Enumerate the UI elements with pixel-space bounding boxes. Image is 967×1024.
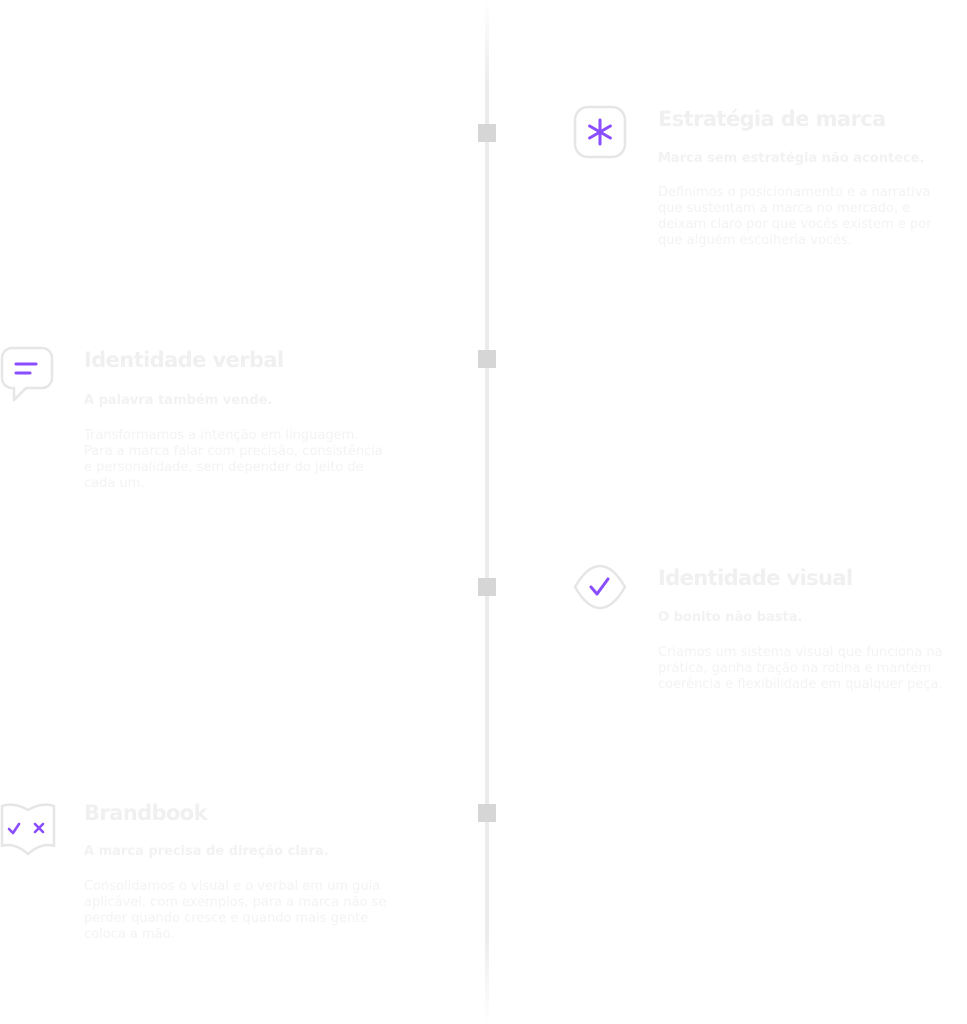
item-description: Transformamos a intenção em linguagem. P…: [84, 428, 383, 491]
timeline-marker-4: [478, 804, 496, 822]
item-title: Identidade verbal: [84, 348, 284, 372]
item-subtitle: O bonito não basta.: [658, 610, 803, 625]
item-subtitle: A marca precisa de direção clara.: [84, 844, 329, 859]
item-subtitle: Marca sem estratégia não acontece.: [658, 151, 925, 166]
item-title: Brandbook: [84, 801, 208, 825]
timeline-marker-1: [478, 124, 496, 142]
item-description: Definimos o posicionamento e a narrativa…: [658, 185, 932, 248]
check-eye-icon: [573, 560, 627, 614]
item-description: Consolidamos o visual e o verbal em um g…: [84, 879, 387, 942]
open-book-icon: [0, 800, 56, 856]
item-subtitle: A palavra também vende.: [84, 393, 273, 408]
item-title: Estratégia de marca: [658, 107, 886, 131]
item-title: Identidade visual: [658, 566, 853, 590]
timeline-marker-3: [478, 578, 496, 596]
item-description: Criamos um sistema visual que funciona n…: [658, 645, 943, 692]
timeline-line: [485, 0, 489, 1024]
asterisk-icon: [573, 105, 627, 159]
timeline-marker-2: [478, 350, 496, 368]
chat-bubble-icon: [0, 346, 54, 402]
